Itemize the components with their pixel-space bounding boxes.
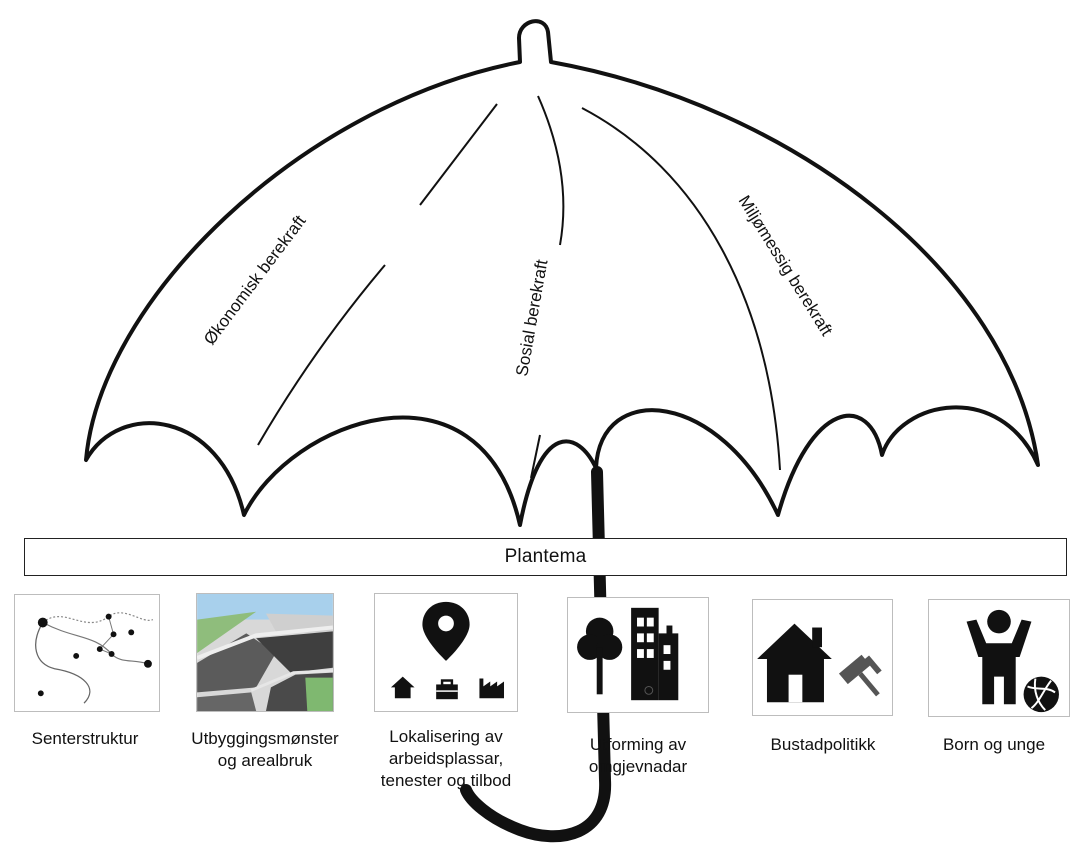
location-pin-icon <box>390 601 505 700</box>
theme-caption-utbyggingsmonster: Utbyggingsmønster og arealbruk <box>191 729 339 770</box>
child-ball-icon <box>966 609 1059 713</box>
theme-tile-bustadpolitikk <box>752 599 893 716</box>
theme-caption-bustadpolitikk: Bustadpolitikk <box>770 735 876 754</box>
plantema-bar: Plantema <box>24 538 1067 576</box>
theme-tile-lokalisering <box>374 593 518 712</box>
plantema-label: Plantema <box>504 546 587 567</box>
umbrella-rib-middle <box>537 95 565 246</box>
umbrella-rib-right <box>581 107 781 471</box>
theme-caption-lokalisering: Lokalisering av arbeidsplassar, tenester… <box>380 727 512 790</box>
theme-caption-utforming: Utforming av omgjevnadar <box>588 735 688 776</box>
aerial-map-icon <box>197 594 333 711</box>
tree-building-icon <box>577 607 679 701</box>
theme-caption-born-og-unge: Born og unge <box>942 735 1046 754</box>
theme-tile-utbyggingsmonster <box>196 593 334 712</box>
umbrella-rib-left <box>419 103 498 206</box>
theme-tile-senterstruktur <box>14 594 160 712</box>
umbrella-rib-middle-lower <box>530 434 541 479</box>
theme-caption-senterstruktur: Senterstruktur <box>31 729 139 748</box>
house-gavel-icon <box>757 623 882 703</box>
network-map-icon <box>35 612 154 704</box>
theme-tile-born-og-unge <box>928 599 1070 717</box>
umbrella-shaft <box>460 466 612 843</box>
umbrella-rib-left-lower <box>257 264 386 446</box>
theme-tile-utforming <box>567 597 709 713</box>
umbrella-canopy <box>84 19 1040 527</box>
